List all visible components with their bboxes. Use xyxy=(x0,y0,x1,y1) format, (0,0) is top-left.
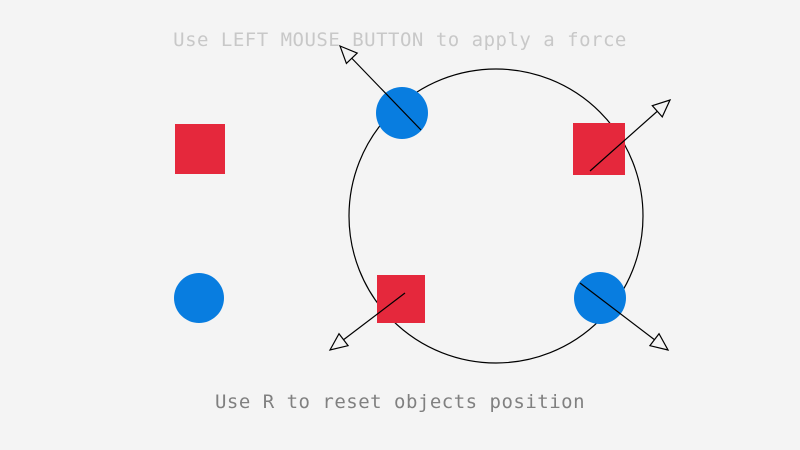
red-square-top-right[interactable] xyxy=(573,123,625,175)
force-arrow-shaft xyxy=(339,45,422,131)
red-square-top-right-force-arrow xyxy=(589,99,672,172)
red-square-left[interactable] xyxy=(175,124,225,174)
force-arrow-shaft xyxy=(579,282,669,351)
scene-root xyxy=(174,44,672,364)
blue-circle-bottom-left[interactable] xyxy=(174,273,224,323)
boundary-circle xyxy=(348,68,644,364)
force-arrow-head xyxy=(648,332,670,351)
red-square-bottom-center-force-arrow xyxy=(328,292,406,351)
force-arrow-head xyxy=(328,332,350,351)
force-arrow-head xyxy=(651,99,672,118)
force-arrow-shaft xyxy=(589,99,671,172)
blue-circle-top[interactable] xyxy=(376,87,428,139)
force-arrow-head xyxy=(338,44,359,65)
red-square-bottom-center[interactable] xyxy=(377,275,425,323)
blue-circle-bottom-right-force-arrow xyxy=(579,282,670,351)
blue-circle-top-force-arrow xyxy=(338,44,422,131)
